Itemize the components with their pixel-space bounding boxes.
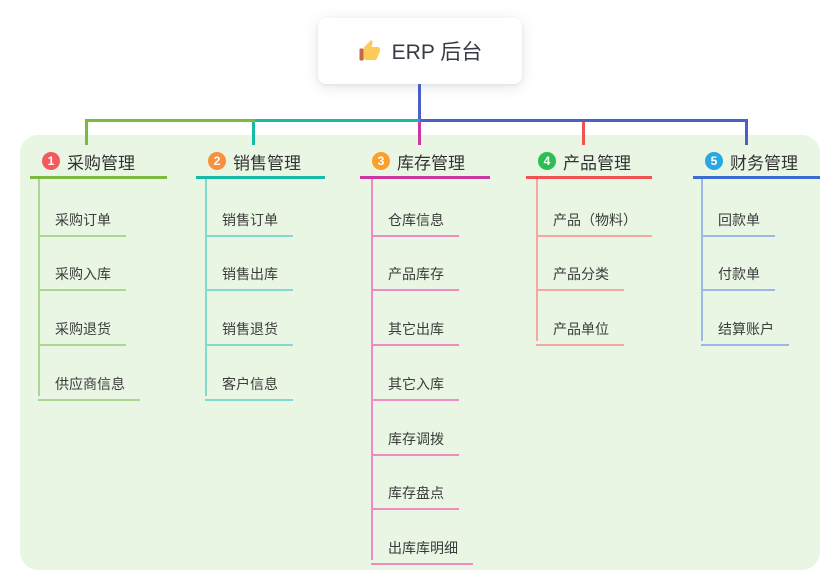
child-node[interactable]: 客户信息 <box>205 366 293 401</box>
branch-label: 财务管理 <box>730 153 798 173</box>
branch-node-2[interactable]: 2 销售管理 <box>196 146 325 179</box>
branch-drop-line <box>745 119 748 145</box>
child-node[interactable]: 结算账户 <box>701 311 789 346</box>
child-node[interactable]: 回款单 <box>701 202 775 237</box>
child-node-label: 产品分类 <box>553 266 609 282</box>
child-node[interactable]: 付款单 <box>701 256 775 291</box>
child-node-label: 客户信息 <box>222 376 278 392</box>
branch-badge: 1 <box>42 152 60 170</box>
bus-line-segment <box>420 119 748 122</box>
child-node[interactable]: 其它出库 <box>371 311 459 346</box>
child-node[interactable]: 产品单位 <box>536 311 624 346</box>
root-node[interactable]: ERP 后台 <box>318 18 522 84</box>
branch-label: 产品管理 <box>563 153 631 173</box>
child-node[interactable]: 库存调拨 <box>371 421 459 456</box>
mindmap-panel <box>20 135 820 570</box>
child-node-label: 采购入库 <box>55 266 111 282</box>
branch-drop-line <box>418 122 421 145</box>
branch-node-1[interactable]: 1 采购管理 <box>30 146 167 179</box>
child-node-label: 其它出库 <box>388 321 444 337</box>
child-node[interactable]: 采购入库 <box>38 256 126 291</box>
child-node-label: 结算账户 <box>718 321 774 337</box>
child-node[interactable]: 采购退货 <box>38 311 126 346</box>
child-node[interactable]: 销售退货 <box>205 311 293 346</box>
child-node-label: 出库库明细 <box>388 540 458 556</box>
children-connector-line <box>536 179 538 341</box>
branch-label: 销售管理 <box>233 153 301 173</box>
child-node[interactable]: 仓库信息 <box>371 202 459 237</box>
child-node-label: 采购退货 <box>55 321 111 337</box>
bus-line-segment <box>85 119 255 122</box>
child-node[interactable]: 销售订单 <box>205 202 293 237</box>
children-connector-line <box>371 179 373 560</box>
child-node-label: 付款单 <box>718 266 760 282</box>
child-node[interactable]: 产品（物料） <box>536 202 652 237</box>
child-node[interactable]: 产品分类 <box>536 256 624 291</box>
child-node-label: 产品（物料） <box>553 212 637 228</box>
branch-badge: 2 <box>208 152 226 170</box>
child-node-label: 销售订单 <box>222 212 278 228</box>
branch-label: 库存管理 <box>397 153 465 173</box>
child-node-label: 产品库存 <box>388 266 444 282</box>
child-node-label: 采购订单 <box>55 212 111 228</box>
children-connector-line <box>205 179 207 396</box>
branch-label: 采购管理 <box>67 153 135 173</box>
branch-badge: 4 <box>538 152 556 170</box>
root-connector-line <box>418 84 421 119</box>
branch-drop-line <box>252 122 255 145</box>
child-node-label: 库存盘点 <box>388 485 444 501</box>
child-node-label: 仓库信息 <box>388 212 444 228</box>
root-node-label: ERP 后台 <box>391 41 483 64</box>
branch-badge: 5 <box>705 152 723 170</box>
thumbs-up-icon <box>358 39 382 63</box>
child-node-label: 销售出库 <box>222 266 278 282</box>
child-node[interactable]: 库存盘点 <box>371 475 459 510</box>
child-node-label: 回款单 <box>718 212 760 228</box>
children-connector-line <box>701 179 703 341</box>
child-node[interactable]: 出库库明细 <box>371 530 473 565</box>
child-node[interactable]: 采购订单 <box>38 202 126 237</box>
child-node[interactable]: 供应商信息 <box>38 366 140 401</box>
bus-line-segment <box>255 119 420 122</box>
branch-badge: 3 <box>372 152 390 170</box>
child-node[interactable]: 产品库存 <box>371 256 459 291</box>
branch-node-5[interactable]: 5 财务管理 <box>693 146 820 179</box>
children-connector-line <box>38 179 40 396</box>
branch-node-4[interactable]: 4 产品管理 <box>526 146 652 179</box>
child-node-label: 销售退货 <box>222 321 278 337</box>
child-node-label: 产品单位 <box>553 321 609 337</box>
child-node-label: 库存调拨 <box>388 431 444 447</box>
branch-drop-line <box>582 122 585 145</box>
child-node[interactable]: 销售出库 <box>205 256 293 291</box>
child-node-label: 其它入库 <box>388 376 444 392</box>
child-node-label: 供应商信息 <box>55 376 125 392</box>
branch-drop-line <box>85 119 88 145</box>
branch-node-3[interactable]: 3 库存管理 <box>360 146 490 179</box>
child-node[interactable]: 其它入库 <box>371 366 459 401</box>
